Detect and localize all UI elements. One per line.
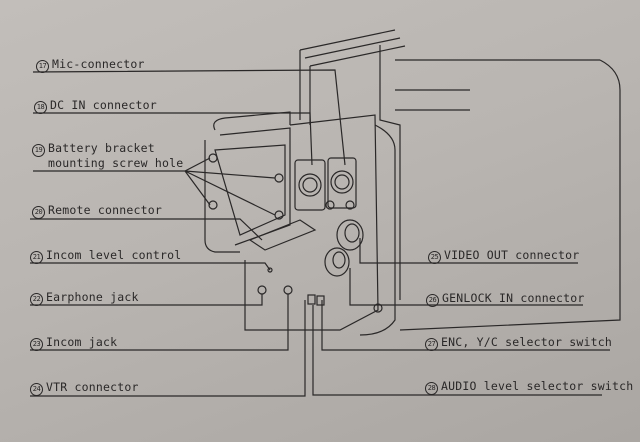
label-text-line2: mounting screw hole xyxy=(48,156,184,170)
audio-level-switch xyxy=(316,295,325,306)
label-number: 27 xyxy=(425,338,438,351)
label-text: Incom jack xyxy=(46,335,118,349)
label-number: 18 xyxy=(34,101,47,114)
label-text: Earphone jack xyxy=(46,290,139,304)
label-text: VIDEO OUT connector xyxy=(444,248,580,262)
label-text: ENC, Y/C selector switch xyxy=(441,335,612,349)
label-text: Incom level control xyxy=(46,248,182,262)
earphone-jack xyxy=(257,285,267,295)
remote-connector xyxy=(248,219,317,251)
label-text: Remote connector xyxy=(48,203,162,217)
leader-lines xyxy=(30,69,610,397)
label-text: GENLOCK IN connector xyxy=(442,291,585,305)
label-number: 22 xyxy=(30,293,43,306)
label-text: VTR connector xyxy=(46,380,139,394)
label-text: AUDIO level selector switch xyxy=(441,379,634,393)
label-text: DC IN connector xyxy=(50,98,157,112)
mic-connector xyxy=(327,157,357,209)
label-number: 20 xyxy=(32,206,45,219)
incom-level-control xyxy=(267,267,273,273)
screw-holes xyxy=(208,153,284,220)
dc-in-connector xyxy=(294,159,326,211)
label-number: 25 xyxy=(428,251,441,264)
incom-jack xyxy=(283,285,293,295)
enc-yc-switch xyxy=(307,294,316,305)
label-number: 17 xyxy=(36,60,49,73)
label-number: 23 xyxy=(30,338,43,351)
label-text: Battery bracket xyxy=(48,141,155,155)
label-number: 21 xyxy=(30,251,43,264)
label-number: 24 xyxy=(30,383,43,396)
label-number: 28 xyxy=(425,382,438,395)
label-text: Mic-connector xyxy=(52,57,145,71)
genlock-in-connector xyxy=(324,247,350,277)
label-number: 26 xyxy=(426,294,439,307)
video-out-connector xyxy=(336,219,364,251)
camera-body-outline xyxy=(204,29,621,336)
